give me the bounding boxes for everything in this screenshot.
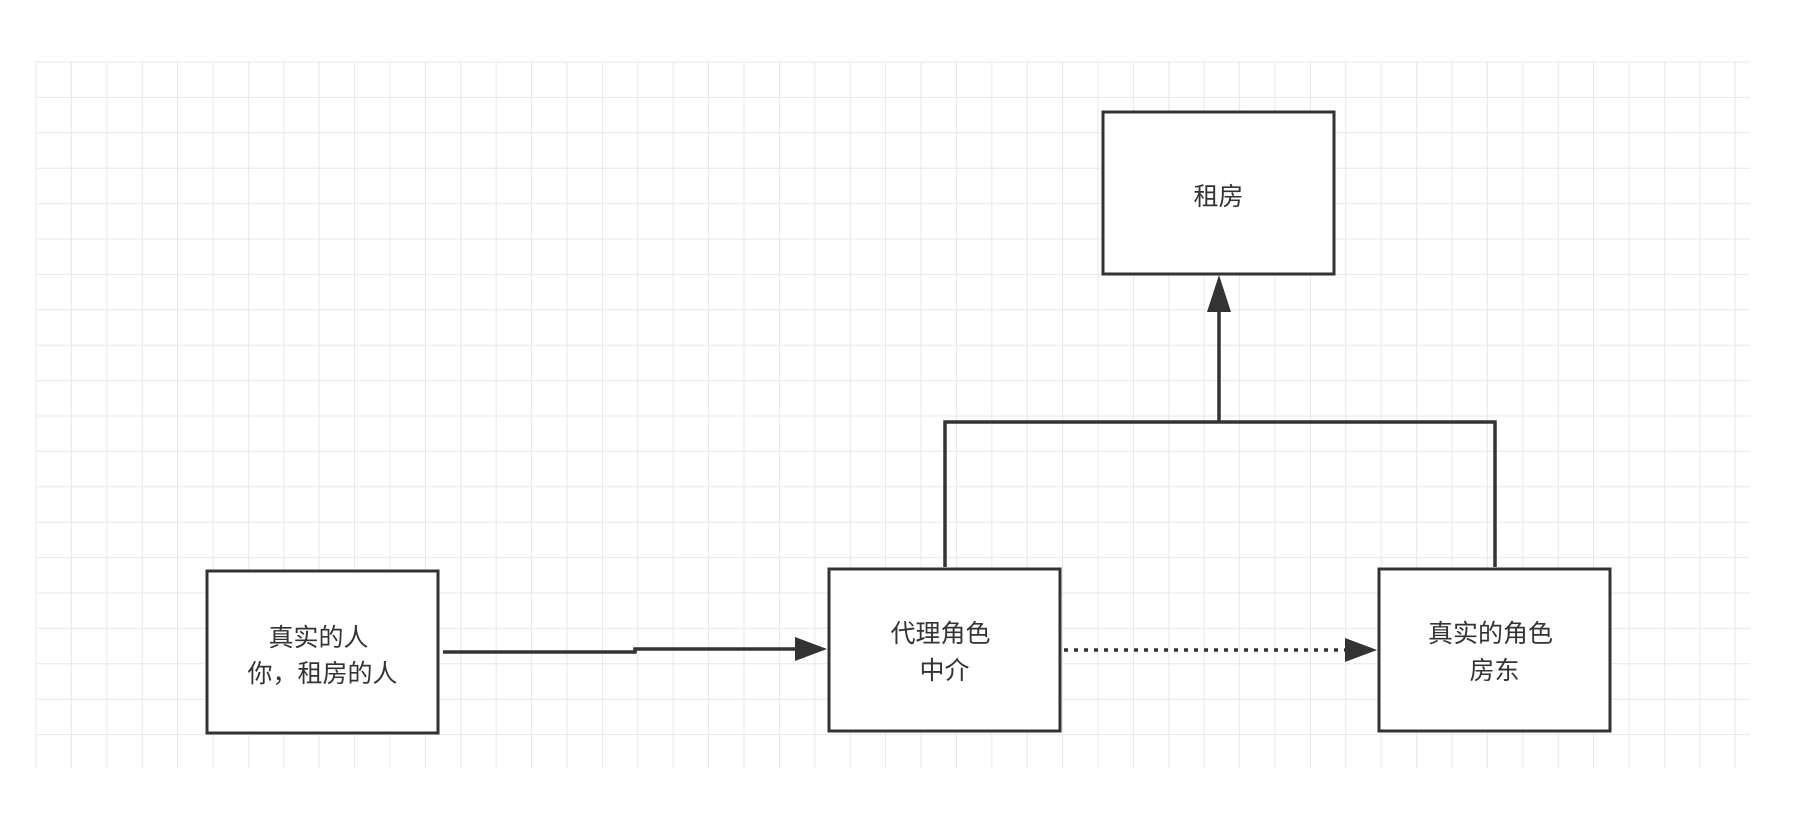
node-real-person-label-line1: 真实的人 (269, 623, 369, 652)
edge-real-person-to-proxy-arrowhead (795, 637, 827, 661)
svg-text:租房: 租房 (1193, 182, 1243, 211)
edge-implements-rent-arrowhead (1207, 275, 1231, 312)
edge-implements-rent (943, 310, 1497, 567)
node-proxy-label-line1: 代理角色 (891, 619, 991, 648)
node-rent-box (1101, 110, 1336, 276)
node-landlord-label-line1: 真实的角色 (1428, 619, 1553, 648)
svg-text:真实的角色 房东: 真实的角色 房东 (1428, 619, 1561, 685)
node-real-person-box (205, 569, 440, 735)
edge-proxy-to-landlord-arrowhead (1345, 638, 1377, 662)
node-rent-label: 租房 (1193, 182, 1243, 211)
node-real-person: 真实的人 你，租房的人 (205, 569, 440, 735)
node-landlord-label-line2: 房东 (1469, 656, 1519, 685)
node-rent: 租房 (1101, 110, 1336, 276)
node-landlord-box (1377, 567, 1612, 733)
node-proxy: 代理角色 中介 (827, 567, 1062, 733)
edge-real-person-to-proxy (443, 647, 810, 654)
node-landlord: 真实的角色 房东 (1377, 567, 1612, 733)
node-proxy-box (827, 567, 1062, 733)
node-proxy-label-line2: 中介 (919, 656, 969, 685)
svg-text:真实的人 你，租房的人: 真实的人 你，租房的人 (247, 623, 397, 688)
svg-text:代理角色 中介: 代理角色 中介 (891, 619, 999, 685)
node-real-person-label-line2: 你，租房的人 (247, 659, 397, 688)
